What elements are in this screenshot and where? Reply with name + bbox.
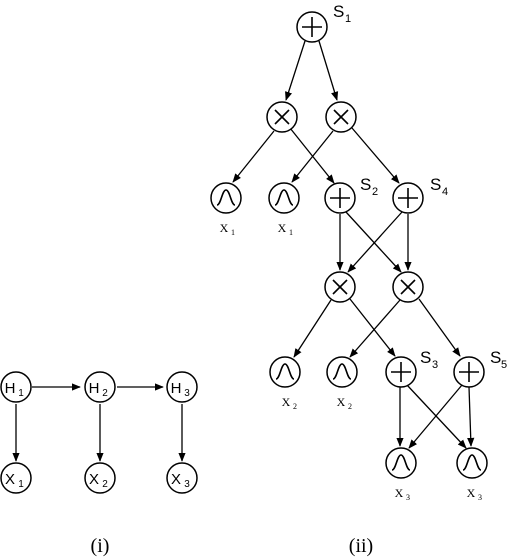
product-node [324,271,356,303]
leaf-subscript: 2 [293,402,297,411]
product-node [392,271,424,303]
edge-p3-s3 [349,298,396,357]
sum-node-subscript: 3 [432,359,438,371]
edge-p3-leaf-x2a [293,299,332,358]
leaf-subscript: 1 [231,228,235,237]
leaf-subscript: 2 [348,402,352,411]
edge-p2-s4 [351,127,400,184]
product-node [325,101,357,133]
observed-node-subscript: 2 [102,479,108,490]
hidden-node-label: H [89,380,100,397]
edge-p1-leaf-x1a [232,130,275,183]
leaf-label: X [395,486,404,500]
leaf-label: X [337,395,346,409]
edge-s4-p3 [347,211,403,273]
edge-s5-leaf-x3a [408,384,463,449]
hidden-node-h1: H 1 [0,371,32,403]
leaf-node-x2: X 2 [269,356,301,411]
observed-node-subscript: 1 [18,479,24,490]
sum-node-s5: S 5 [453,348,507,388]
sum-node-label: S [333,2,344,21]
observed-node-x1: X 1 [0,462,32,494]
edge-s5-leaf-x3b [467,386,475,447]
edge-p4-s5 [418,298,461,357]
sum-node-s1: S 1 [296,2,351,43]
leaf-label: X [278,221,287,235]
observed-node-label: X [171,471,181,488]
hidden-node-label: H [5,380,16,397]
leaf-node-x3: X 3 [456,447,488,502]
hidden-node-h3: H 3 [166,371,198,403]
product-node [266,101,298,133]
sum-node-subscript: 4 [442,186,448,198]
hmm-panel: H 1 H 2 H 3 X 1 X 2 X 3 (i) [0,371,198,557]
sum-node-subscript: 5 [501,359,507,371]
edge-p2-leaf-x1b [291,130,334,183]
panel-ii-caption: (ii) [349,535,373,557]
sum-node-label: S [490,348,501,367]
spn-panel: S 1 X 1 X 1 [210,2,507,557]
leaf-subscript: 3 [478,493,482,502]
edge-s3-leaf-x3b [406,384,467,449]
observed-node-x3: X 3 [166,462,198,494]
sum-node-s3: S 3 [385,348,438,388]
spn-edges [232,40,475,449]
hidden-node-subscript: 3 [184,388,190,399]
sum-node-s2: S 2 [324,175,378,214]
edge-s2-p4 [345,211,402,273]
sum-node-label: S [360,175,371,194]
leaf-label: X [467,486,476,500]
observed-node-x2: X 2 [84,462,116,494]
edge-p4-leaf-x2b [349,299,401,358]
hidden-node-label: H [171,380,182,397]
leaf-node-x2: X 2 [326,356,358,411]
leaf-subscript: 1 [289,228,293,237]
sum-node-label: S [420,348,431,367]
edge-p1-s2 [289,127,335,184]
leaf-node-x3: X 3 [385,447,417,502]
sum-node-label: S [430,175,441,194]
leaf-label: X [220,221,229,235]
sum-node-subscript: 2 [372,186,378,198]
leaf-subscript: 3 [406,493,410,502]
leaf-label: X [282,395,291,409]
observed-node-subscript: 3 [184,479,190,490]
edge-s1-p2 [318,40,339,101]
panel-i-caption: (i) [91,535,110,557]
edge-s1-p1 [285,40,306,101]
observed-node-label: X [5,471,15,488]
hidden-node-h2: H 2 [84,371,116,403]
hmm-edges [12,383,186,462]
observed-node-label: X [89,471,99,488]
leaf-node-x1: X 1 [268,182,300,237]
hidden-node-subscript: 1 [18,388,24,399]
leaf-node-x1: X 1 [210,182,242,237]
hidden-node-subscript: 2 [102,388,108,399]
sum-node-s4: S 4 [392,175,448,214]
sum-node-subscript: 1 [345,13,351,25]
